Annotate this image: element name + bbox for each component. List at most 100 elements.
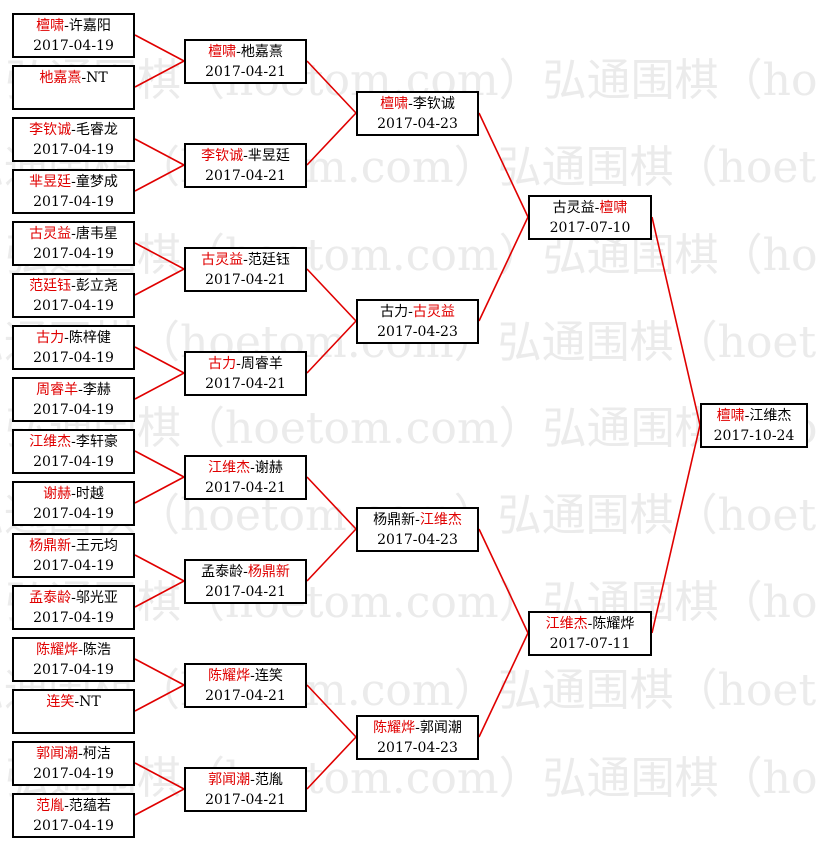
bracket-connector [134, 138, 185, 166]
match-players: 郭闻潮-柯洁 [14, 744, 133, 764]
player-separator: - [250, 771, 255, 788]
player-separator: - [74, 693, 80, 710]
match-players: 江维杰-陈耀烨 [530, 614, 650, 634]
player-separator: - [64, 17, 69, 34]
match-players: 古灵益-范廷钰 [186, 250, 305, 270]
player-separator: - [81, 69, 87, 86]
match-players: 古力-陈梓健 [14, 328, 133, 348]
player-separator: - [71, 277, 76, 294]
match-box: 杝嘉熹-NT [12, 64, 135, 110]
bracket-connector [306, 528, 357, 582]
bracket-connector [134, 658, 185, 686]
player-separator: - [415, 511, 420, 528]
match-date: 2017-07-11 [549, 635, 631, 652]
match-date: 2017-04-21 [205, 479, 286, 496]
player-separator: - [243, 251, 248, 268]
player-separator: - [243, 147, 248, 164]
match-date: 2017-04-19 [33, 609, 114, 626]
player-1-name: 檀啸 [36, 17, 65, 34]
player-2-name: 邬光亚 [75, 589, 118, 606]
match-players: 杝嘉熹-NT [14, 68, 133, 88]
player-separator: - [744, 407, 750, 424]
match-date: 2017-04-19 [33, 245, 114, 262]
player-separator: - [71, 173, 76, 190]
player-1-name: 芈昱廷 [29, 173, 72, 190]
bracket-connector [306, 60, 357, 114]
match-date: 2017-04-19 [33, 557, 114, 574]
match-date: 2017-10-24 [713, 427, 795, 444]
bracket-connector [478, 528, 529, 634]
bracket-connector [134, 60, 185, 88]
player-2-name: 许嘉阳 [68, 17, 111, 34]
player-2-name: 范蕴若 [68, 797, 111, 814]
match-players: 江维杰-李轩豪 [14, 432, 133, 452]
player-2-name: NT [86, 69, 108, 86]
match-date: 2017-04-19 [33, 453, 114, 470]
bracket-connector [306, 320, 357, 374]
player-separator: - [250, 667, 255, 684]
match-date: 2017-04-19 [33, 661, 114, 678]
player-1-name: 檀啸 [380, 95, 409, 112]
player-2-name: 王元均 [75, 537, 118, 554]
bracket-connector [134, 268, 185, 296]
player-2-name: 杝嘉熹 [240, 43, 283, 60]
match-players: 檀啸-江维杰 [702, 406, 806, 426]
player-1-name: 江维杰 [545, 615, 588, 632]
match-date: 2017-04-23 [377, 739, 458, 756]
match-players: 郭闻潮-范胤 [186, 770, 305, 790]
match-players: 檀啸-李钦诚 [358, 94, 477, 114]
player-1-name: 范廷钰 [29, 277, 72, 294]
match-date: 2017-04-21 [205, 687, 286, 704]
bracket-connector [478, 112, 529, 218]
match-date: 2017-04-21 [205, 167, 286, 184]
player-1-name: 谢赫 [43, 485, 72, 502]
player-1-name: 杨鼎新 [373, 511, 416, 528]
player-1-name: 江维杰 [29, 433, 72, 450]
player-2-name: 陈耀烨 [592, 615, 635, 632]
match-players: 李钦诚-毛睿龙 [14, 120, 133, 140]
bracket-connector [306, 684, 357, 738]
player-1-name: 陈耀烨 [36, 641, 79, 658]
match-date: 2017-04-19 [33, 505, 114, 522]
player-1-name: 李钦诚 [29, 121, 72, 138]
player-2-name: 范廷钰 [247, 251, 290, 268]
player-2-name: 芈昱廷 [247, 147, 290, 164]
match-date: 2017-04-23 [377, 323, 458, 340]
match-players: 孟泰龄-杨鼎新 [186, 562, 305, 582]
player-2-name: 江维杰 [749, 407, 792, 424]
match-date: 2017-04-21 [205, 791, 286, 808]
match-players: 江维杰-谢赫 [186, 458, 305, 478]
player-separator: - [78, 641, 83, 658]
player-2-name: 范胤 [254, 771, 283, 788]
match-date: 2017-04-19 [33, 401, 114, 418]
player-2-name: 陈梓健 [68, 329, 111, 346]
bracket-connector [306, 268, 357, 322]
player-1-name: 古力 [380, 303, 409, 320]
player-1-name: 古灵益 [29, 225, 72, 242]
player-2-name: 杨鼎新 [247, 563, 290, 580]
player-separator: - [78, 745, 83, 762]
player-1-name: 杝嘉熹 [39, 69, 82, 86]
match-players: 孟泰龄-邬光亚 [14, 588, 133, 608]
player-1-name: 杨鼎新 [29, 537, 72, 554]
bracket-connector [134, 476, 185, 504]
bracket-connector [651, 424, 701, 634]
match-players: 杨鼎新-江维杰 [358, 510, 477, 530]
bracket-connector [134, 554, 185, 582]
player-1-name: 李钦诚 [201, 147, 244, 164]
player-1-name: 古灵益 [201, 251, 244, 268]
